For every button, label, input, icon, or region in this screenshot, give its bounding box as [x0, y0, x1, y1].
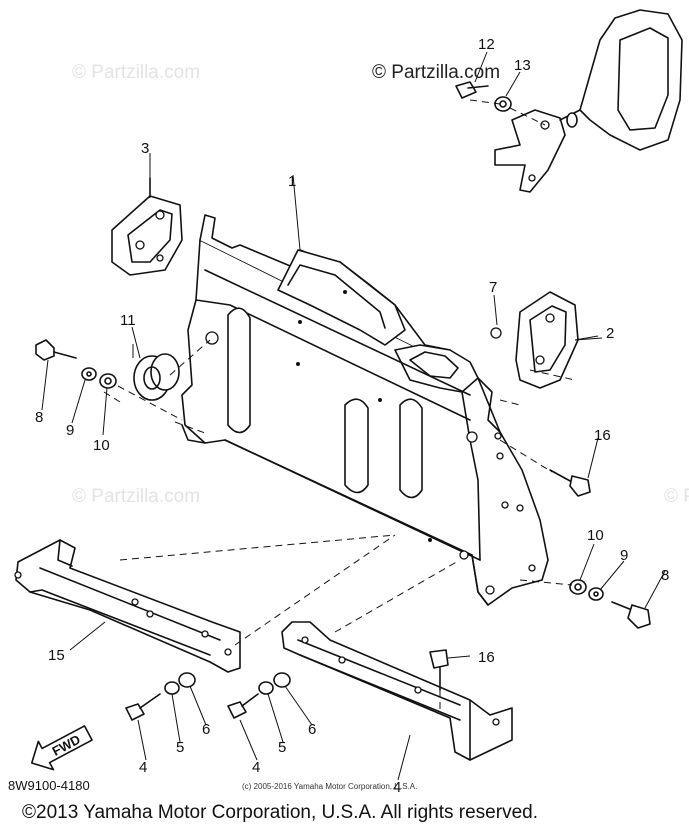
- handle-assembly-12-13: [455, 9, 683, 193]
- bracket-part-2: [515, 291, 599, 389]
- callout-2: 2: [606, 325, 614, 342]
- callout-5-left: 5: [176, 739, 184, 756]
- lower-bracket-part-15: [14, 539, 241, 673]
- callout-8-right: 8: [661, 567, 669, 584]
- rubber-mount-part-11: [132, 344, 180, 401]
- watermark-main: © Partzilla.com: [372, 62, 500, 83]
- callout-8-left: 8: [35, 409, 43, 426]
- fasteners-left-8-9-10: [35, 339, 183, 421]
- callout-4-right: 4: [393, 779, 401, 796]
- callout-1: 1: [288, 173, 296, 190]
- callout-5-right: 5: [278, 739, 286, 756]
- callout-10-left: 10: [93, 437, 110, 454]
- callout-4-left: 4: [139, 759, 147, 776]
- callout-15: 15: [48, 647, 65, 664]
- leader-lines: [41, 51, 666, 781]
- callout-9-left: 9: [66, 422, 74, 439]
- diagram-code: 8W9100-4180: [8, 778, 90, 793]
- watermark-mid-left: © Partzilla.com: [72, 486, 200, 507]
- callout-numbers: 1 2 3 4 4 4 5 5 6 6 7 8 8 9 9 10 10 11 1…: [35, 36, 669, 796]
- callout-11: 11: [120, 312, 136, 329]
- callout-7: 7: [489, 279, 497, 296]
- callout-16-right: 16: [594, 427, 611, 444]
- bracket-part-3: [111, 177, 183, 276]
- fasteners-right: [429, 327, 651, 691]
- callout-12: 12: [478, 36, 495, 53]
- assembly-dashed-lines: [119, 99, 576, 712]
- callout-6-left: 6: [202, 721, 210, 738]
- callout-6-right: 6: [308, 721, 316, 738]
- watermark-top-left: © Partzilla.com: [72, 62, 200, 83]
- forward-arrow-icon: FWD: [30, 725, 93, 771]
- callout-10-right: 10: [587, 527, 604, 544]
- callout-3: 3: [141, 140, 149, 157]
- fasteners-bottom: [125, 672, 291, 721]
- fwd-label: FWD: [50, 732, 83, 759]
- small-copyright: (c) 2005-2016 Yamaha Motor Corporation, …: [242, 782, 417, 791]
- lower-bracket-part-4: [281, 621, 513, 761]
- callout-4-middle: 4: [252, 759, 260, 776]
- callout-13: 13: [514, 57, 531, 74]
- callout-9-right: 9: [620, 547, 628, 564]
- watermark-mid-right: © Partzilla.com: [664, 486, 689, 507]
- callout-16-bottom: 16: [478, 649, 495, 666]
- footer-copyright: ©2013 Yamaha Motor Corporation, U.S.A. A…: [22, 802, 538, 823]
- main-frame-part-1: [181, 214, 549, 606]
